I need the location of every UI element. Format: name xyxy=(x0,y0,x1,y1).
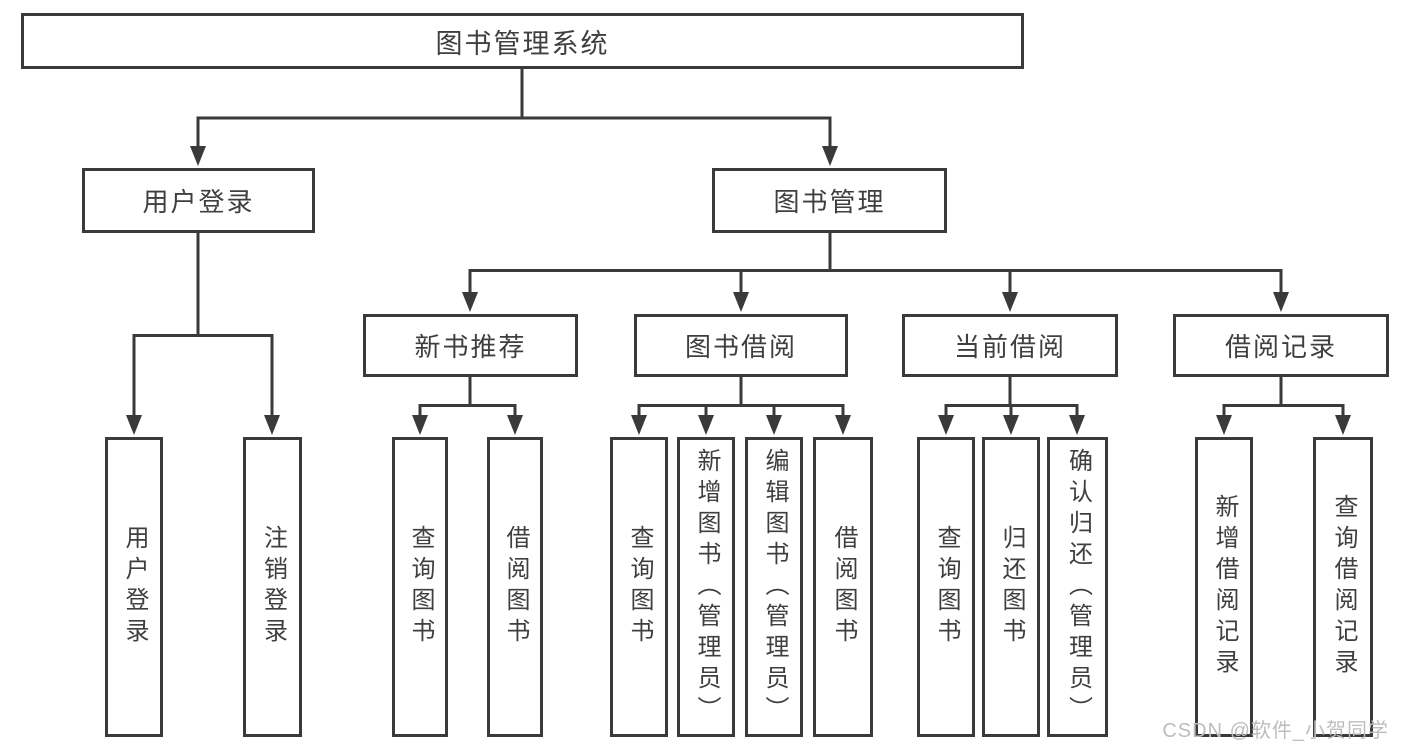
leaf-query-borrow-record: 查询借阅记录 xyxy=(1313,437,1373,737)
leaf-query-books-borrow: 查询图书 xyxy=(610,437,668,737)
user-login-node: 用户登录 xyxy=(82,168,315,233)
leaf-label: 归还图书 xyxy=(998,525,1025,649)
leaf-borrow-books: 借阅图书 xyxy=(813,437,873,737)
leaf-borrow-books-recommend: 借阅图书 xyxy=(487,437,543,737)
leaf-label: 用户登录 xyxy=(121,525,148,649)
leaf-label: 查询图书 xyxy=(626,525,653,649)
current-borrow-node: 当前借阅 xyxy=(902,314,1118,377)
leaf-label: 查询借阅记录 xyxy=(1330,494,1357,680)
leaf-return-books: 归还图书 xyxy=(982,437,1040,737)
leaf-label: 确认归还（管理员） xyxy=(1064,447,1092,727)
arrowheads xyxy=(126,146,1351,435)
leaf-user-login: 用户登录 xyxy=(105,437,163,737)
library-management-system-node: 图书管理系统 xyxy=(21,13,1024,69)
leaf-logout: 注销登录 xyxy=(243,437,302,737)
leaf-label: 查询图书 xyxy=(933,525,960,649)
leaf-query-books-current: 查询图书 xyxy=(917,437,975,737)
leaf-confirm-return-admin: 确认归还（管理员） xyxy=(1047,437,1108,737)
leaf-add-books-admin: 新增图书（管理员） xyxy=(677,437,735,737)
book-management-node: 图书管理 xyxy=(712,168,947,233)
book-borrow-node: 图书借阅 xyxy=(634,314,848,377)
leaf-label: 借阅图书 xyxy=(502,525,529,649)
csdn-watermark: CSDN @软件_小贺同学 xyxy=(1162,720,1389,742)
leaf-add-borrow-record: 新增借阅记录 xyxy=(1195,437,1253,737)
leaf-label: 编辑图书（管理员） xyxy=(761,447,788,727)
new-book-recommend-node: 新书推荐 xyxy=(363,314,578,377)
leaf-edit-books-admin: 编辑图书（管理员） xyxy=(745,437,803,737)
leaf-query-books-recommend: 查询图书 xyxy=(392,437,448,737)
borrow-record-node: 借阅记录 xyxy=(1173,314,1389,377)
leaf-label: 注销登录 xyxy=(259,525,287,649)
leaf-label: 查询图书 xyxy=(407,525,434,649)
leaf-label: 借阅图书 xyxy=(830,525,857,649)
leaf-label: 新增图书（管理员） xyxy=(693,447,720,727)
leaf-label: 新增借阅记录 xyxy=(1211,494,1238,680)
